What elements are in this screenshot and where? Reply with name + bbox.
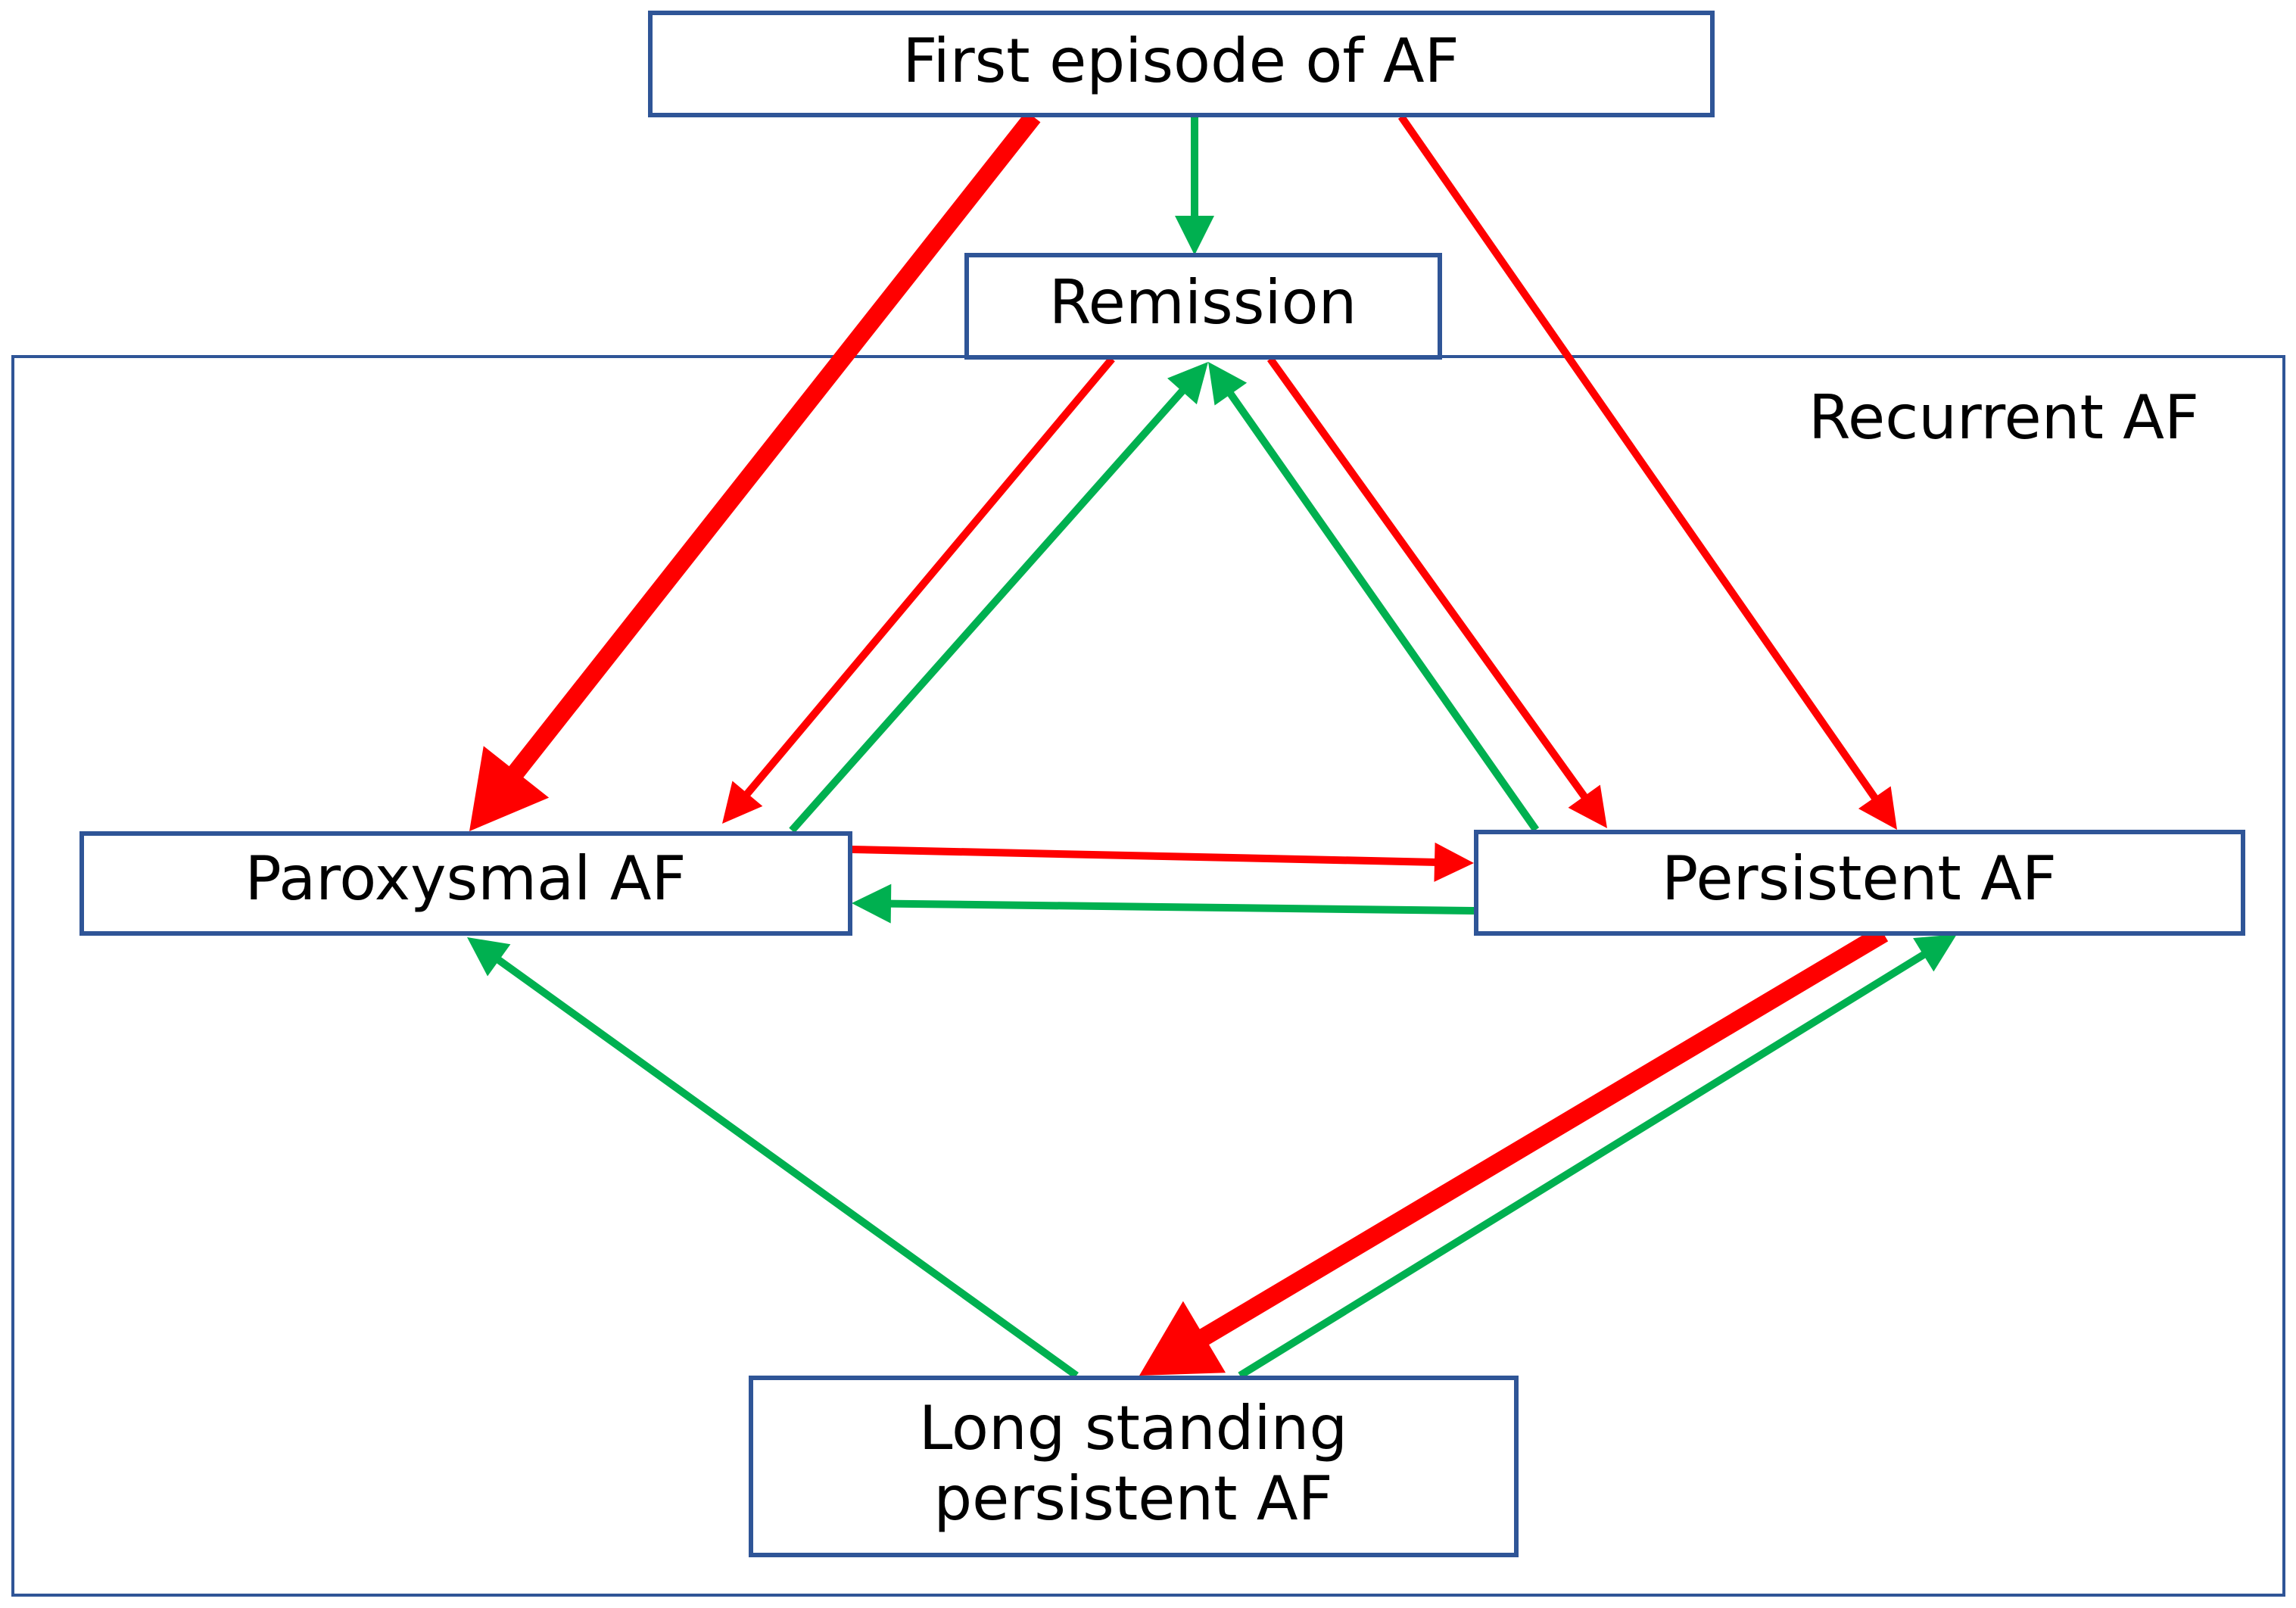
arrow-shaft <box>743 356 1115 799</box>
arrow-shaft <box>1266 357 1590 801</box>
arrow-first-to-persistent <box>1397 114 1897 830</box>
transition-arrows <box>467 111 1957 1379</box>
arrow-head <box>1208 362 1248 406</box>
paroxysmal-af-box <box>79 831 852 936</box>
arrow-head <box>1858 786 1897 830</box>
arrow-first-to-paroxysmal <box>469 111 1041 831</box>
remission-label: Remission <box>1049 267 1357 338</box>
arrow-shaft <box>507 111 1041 781</box>
arrow-persistent-to-remission <box>1208 362 1540 832</box>
node-persistent: Persistent AF <box>1474 830 2245 936</box>
arrow-shaft <box>1226 389 1540 832</box>
arrow-head <box>469 746 550 831</box>
arrow-first-to-remission <box>1175 117 1214 255</box>
arrow-head <box>1167 362 1208 405</box>
node-first-episode: First episode of AF <box>648 11 1715 117</box>
arrow-persistent-to-longstanding <box>1139 925 1889 1376</box>
longstanding-af-label-line2: persistent AF <box>933 1463 1332 1534</box>
arrow-persistent-to-paroxysmal <box>852 883 1475 924</box>
arrow-head <box>1913 934 1957 972</box>
arrow-shaft <box>887 899 1475 915</box>
longstanding-af-box <box>749 1376 1519 1557</box>
arrow-head <box>467 937 511 977</box>
arrow-paroxysmal-to-persistent <box>851 842 1474 882</box>
arrow-remission-to-persistent <box>1266 357 1607 828</box>
node-longstanding: Long standing persistent AF <box>749 1376 1519 1557</box>
arrow-shaft <box>789 386 1187 834</box>
arrow-head <box>1175 216 1214 255</box>
node-remission: Remission <box>964 253 1442 360</box>
arrow-longstanding-to-persistent <box>1238 934 1957 1379</box>
arrow-head <box>1434 842 1474 882</box>
node-paroxysmal: Paroxysmal AF <box>79 831 852 936</box>
arrow-head <box>852 883 892 924</box>
longstanding-af-label-line1: Long standing <box>919 1393 1347 1463</box>
arrow-head <box>722 781 763 824</box>
arrow-remission-to-paroxysmal <box>722 356 1115 824</box>
remission-box <box>964 253 1442 360</box>
arrow-longstanding-to-paroxysmal <box>467 937 1079 1379</box>
arrow-shaft <box>1397 114 1880 802</box>
first-episode-label: First episode of AF <box>902 26 1459 96</box>
arrow-shaft <box>494 955 1079 1379</box>
arrow-paroxysmal-to-remission <box>789 362 1208 834</box>
arrow-head <box>1568 784 1607 828</box>
arrow-shaft <box>1197 925 1889 1347</box>
first-episode-box <box>648 11 1715 117</box>
recurrent-af-group-label: Recurrent AF <box>1808 382 2199 453</box>
persistent-af-label: Persistent AF <box>1662 843 2057 914</box>
arrow-head <box>1139 1301 1226 1376</box>
paroxysmal-af-label: Paroxysmal AF <box>245 843 686 914</box>
arrow-shaft <box>851 846 1438 866</box>
arrow-shaft <box>1238 949 1928 1379</box>
persistent-af-box <box>1474 830 2245 936</box>
